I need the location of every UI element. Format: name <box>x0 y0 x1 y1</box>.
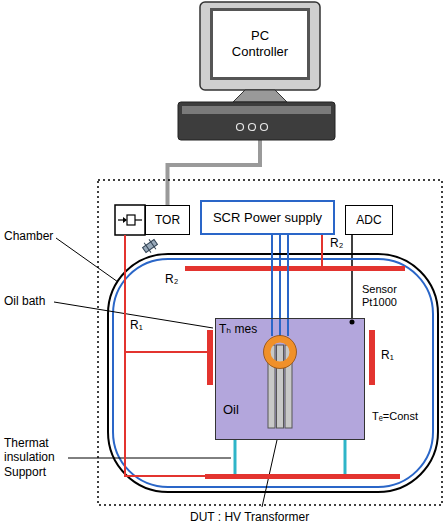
node-text: Tₕ mes <box>219 322 257 336</box>
insulation-support <box>234 440 237 474</box>
adc-box: ADC <box>345 205 393 235</box>
pc-monitor-screen: PC Controller <box>210 8 310 80</box>
temperature-label: Tₑ=Const <box>372 410 418 423</box>
monitor-stand <box>233 90 287 102</box>
node-text: SCR Power supply <box>213 210 322 226</box>
probe-body <box>143 240 158 253</box>
heater-wire <box>321 235 323 266</box>
probe-fin <box>144 243 151 253</box>
part-label: Oil bath <box>4 294 45 308</box>
transformer-winding <box>267 339 293 365</box>
node-text: PC Controller <box>225 28 295 59</box>
heater-r2 <box>185 266 405 271</box>
power-wire <box>287 235 289 336</box>
pt1000-sensor <box>350 320 355 325</box>
power-wire <box>271 235 273 336</box>
heater-label: R₂ <box>330 236 343 250</box>
node-text: ADC <box>356 213 381 227</box>
pc-button <box>261 124 268 131</box>
transformer-winding <box>264 336 297 369</box>
leader-line <box>68 458 231 459</box>
heater-label: R₁ <box>381 348 394 362</box>
heater-r1 <box>207 330 213 385</box>
relay-box <box>115 205 145 235</box>
oil-bath: Tₕ mesOil <box>215 318 365 440</box>
transformer-core <box>277 345 284 428</box>
signal-wire <box>351 235 353 318</box>
heater-label: R₂ <box>165 272 178 286</box>
heater-wire <box>125 351 207 353</box>
monitor-bezel <box>200 2 320 90</box>
part-label: Thermat insulation Support <box>4 436 68 479</box>
heater-label: R₁ <box>130 318 143 332</box>
leader-line <box>56 238 118 282</box>
dut-label: DUT : HV Transformer <box>190 510 309 524</box>
part-label: Chamber <box>4 229 53 243</box>
temperature-probe-icon <box>141 237 159 255</box>
heater-wire <box>125 235 205 476</box>
node-text: Oil <box>223 402 239 418</box>
sensor-label: Sensor Pt1000 <box>362 283 408 309</box>
power-wire <box>279 235 281 318</box>
pc-base <box>178 102 335 140</box>
tor-box: TOR <box>145 205 190 235</box>
leader-line <box>262 431 279 507</box>
power-wire <box>279 318 281 336</box>
relay-symbol <box>135 219 142 220</box>
oil-fill <box>215 318 365 440</box>
probe-fin <box>149 239 156 249</box>
insulation-support <box>344 440 347 474</box>
heater-bottom <box>205 474 400 479</box>
pc-button <box>249 124 256 131</box>
node-text: TOR <box>155 213 180 227</box>
pc-button <box>237 124 244 131</box>
power-supply-box: SCR Power supply <box>200 200 335 235</box>
dotted-enclosure <box>98 180 442 505</box>
relay-symbol <box>127 215 135 225</box>
heater-r1 <box>369 330 375 385</box>
pc-base-strip <box>182 106 331 114</box>
